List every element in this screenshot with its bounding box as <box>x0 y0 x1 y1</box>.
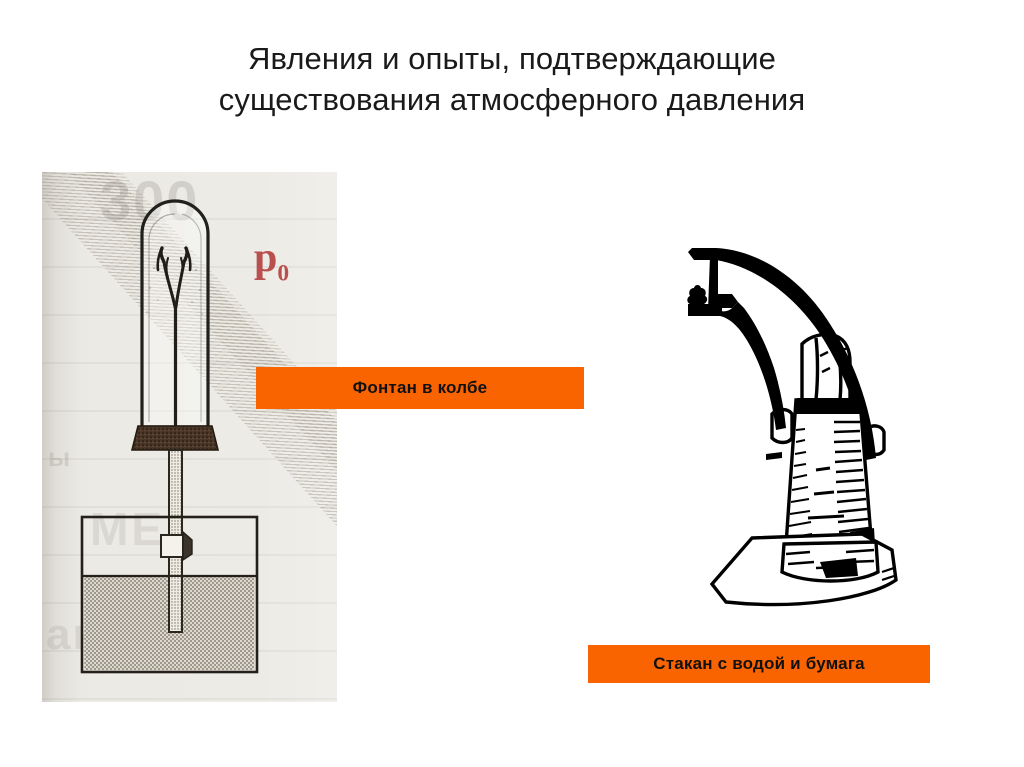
hand-crease-mark <box>766 452 782 460</box>
thumbnail-detail <box>687 285 708 304</box>
beaker-outline <box>80 515 259 674</box>
caption-banner-flask-label: Фонтан в колбе <box>352 378 488 397</box>
flask-inner-highlight-right <box>181 213 202 422</box>
page-title-line-2: существования атмосферного давления <box>218 82 806 118</box>
flask-fountain-drawing <box>80 199 259 674</box>
scan-ghost-text-mid: МЕ <box>90 503 165 555</box>
hand-holding-glass-drawing <box>687 248 898 607</box>
caption-banner-glass-and-paper[interactable]: Стакан с водой и бумага <box>588 645 930 683</box>
glass-and-paper-figure <box>660 232 944 634</box>
arm-left-edge <box>708 256 718 310</box>
pressure-symbol: p <box>254 235 278 281</box>
wrist-knuckle <box>718 294 738 308</box>
flask-fountain-figure: 300 ы МЕ ание <box>42 172 337 702</box>
tube-submerged-section <box>168 575 183 633</box>
flask-inner-highlight <box>148 213 176 422</box>
paper-corner-ticks <box>881 566 895 582</box>
flask-stopper <box>130 425 220 451</box>
page-title: Явления и опыты, подтверждающие существо… <box>92 38 932 120</box>
scan-ghost-text-left: ы <box>48 442 71 472</box>
glass-base-shadow <box>820 558 858 578</box>
fountain-mist <box>146 266 203 315</box>
caption-banner-flask-fountain[interactable]: Фонтан в колбе <box>256 367 584 409</box>
cuff-bar <box>688 304 722 316</box>
arm-lower-outline <box>718 302 786 430</box>
caption-banner-glass-label: Стакан с водой и бумага <box>653 654 865 673</box>
atmospheric-pressure-label: p0 <box>254 234 289 287</box>
finger-wrinkles <box>819 346 851 374</box>
tube-clamp <box>160 530 193 562</box>
glass-hatch-right <box>833 420 873 564</box>
right-finger-tip <box>866 424 886 457</box>
page-title-line-1: Явления и опыты, подтверждающие <box>248 41 776 76</box>
finger-group <box>800 332 852 402</box>
pressure-subscript: 0 <box>277 260 290 287</box>
glass-rim-band <box>796 398 862 414</box>
